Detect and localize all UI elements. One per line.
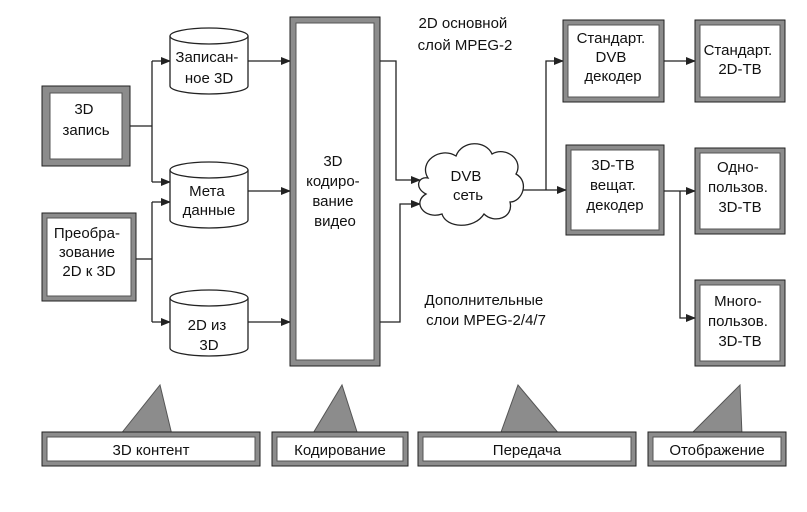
conversion-2d-to-3d-label: Преобра- зование 2D к 3D [54,225,124,280]
stage-content-label: 3D контент [113,442,190,459]
dvb-network-cloud: DVB сеть [418,143,525,226]
recorded-3d-label: Записан- ное 3D [175,49,242,87]
stage-display-label: Отображение [669,442,764,459]
metadata-cylinder: Мета данные [169,161,249,229]
recording-3d-box: 3D запись [41,85,131,167]
extra-layers-label: Дополнительные слои MPEG-2/4/7 [425,292,548,329]
encoder-label: 3D кодиро- вание видео [306,153,364,230]
standard-dvb-decoder-box: Стандарт. DVB декодер [562,19,665,103]
from-2d-label: 2D из 3D [188,317,231,354]
display-stage-pointer [688,383,743,436]
stage-transmission-box: Передача [417,431,637,467]
multi-user-3dtv-label: Много- пользов. 3D-ТВ [708,293,772,350]
stage-display-box: Отображение [647,431,787,467]
3dtv-broadcast-decoder-label: 3D-ТВ вещат. декодер [586,157,643,214]
from-2d-cylinder: 2D из 3D [169,289,249,357]
single-user-3dtv-label: Одно- пользов. 3D-ТВ [708,159,772,216]
content-stage-pointer [118,383,173,436]
connectors [130,57,696,326]
stage-transmission-label: Передача [493,442,562,459]
transmission-stage-pointer [499,384,562,436]
3dtv-broadcast-decoder-box: 3D-ТВ вещат. декодер [565,144,665,236]
stage-encoding-label: Кодирование [294,442,386,459]
recording-3d-label: 3D запись [62,101,109,139]
stage-pointers [118,383,743,436]
standard-2d-tv-label: Стандарт. 2D-ТВ [704,42,777,78]
conversion-2d-to-3d-box: Преобра- зование 2D к 3D [41,212,137,302]
standard-2d-tv-box: Стандарт. 2D-ТВ [694,19,786,103]
standard-dvb-decoder-label: Стандарт. DVB декодер [577,30,650,85]
stage-encoding-box: Кодирование [271,431,409,467]
metadata-label: Мета данные [183,183,236,219]
base-layer-label: 2D основной слой MPEG-2 [418,15,513,54]
stage-content-box: 3D контент [41,431,261,467]
encoder-box: 3D кодиро- вание видео [289,16,381,367]
single-user-3dtv-box: Одно- пользов. 3D-ТВ [694,147,786,235]
multi-user-3dtv-box: Много- пользов. 3D-ТВ [694,279,786,367]
dvb-network-label: DVB сеть [450,168,485,204]
recorded-3d-cylinder: Записан- ное 3D [169,27,249,95]
encoding-stage-pointer [311,383,359,436]
